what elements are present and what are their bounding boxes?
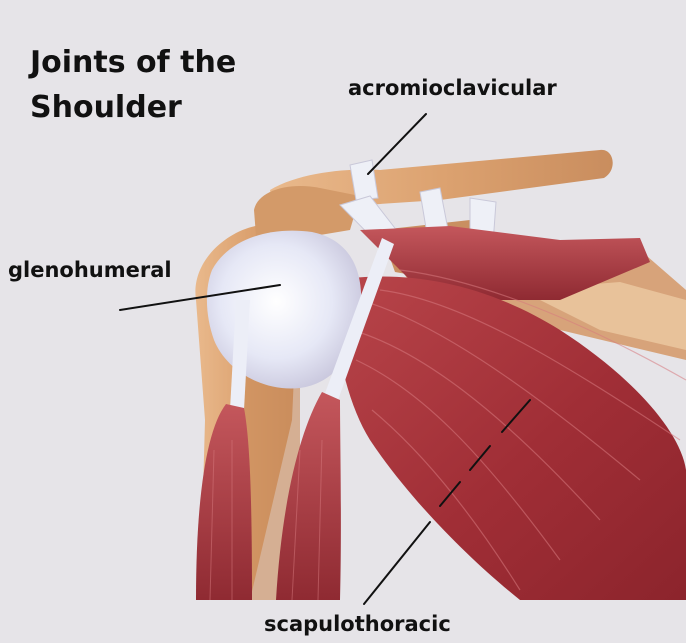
label-glenohumeral: glenohumeral: [8, 258, 172, 282]
title-line-2: Shoulder: [30, 85, 236, 130]
label-scapulothoracic: scapulothoracic: [264, 612, 451, 636]
acromioclavicular-pointer: [368, 114, 426, 174]
title-line-1: Joints of the: [30, 40, 236, 85]
page-title: Joints of the Shoulder: [30, 40, 236, 130]
label-acromioclavicular: acromioclavicular: [348, 76, 557, 100]
